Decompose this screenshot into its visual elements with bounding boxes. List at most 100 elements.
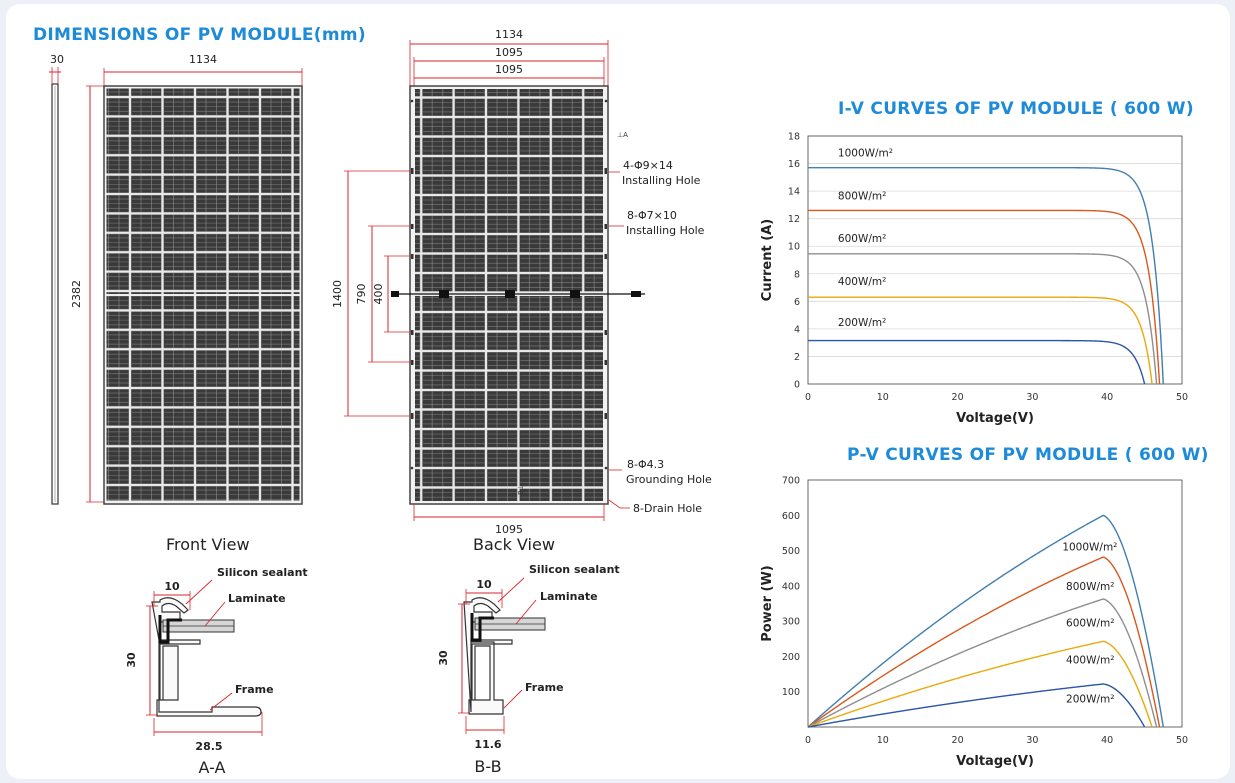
iv-y-tick-label: 18 (788, 132, 800, 143)
thickness-label: 30 (50, 53, 64, 66)
callout-installing-hole-2: 8-Φ7×10 Installing Hole (609, 209, 705, 237)
iv-chart-title: I-V CURVES OF PV MODULE ( 600 W) (838, 99, 1194, 119)
iv-y-tick-label: 2 (794, 352, 800, 363)
pv-y-tick-label: 300 (782, 617, 800, 628)
installing-holes (410, 99, 608, 470)
front-width-label: 1134 (189, 53, 217, 66)
back-width-mid1-label: 1095 (495, 46, 523, 59)
callout-grounding-hole: 8-Φ4.3 Grounding Hole (609, 458, 712, 486)
pv-x-tick-label: 20 (952, 735, 964, 746)
section-a-width-label: 28.5 (195, 740, 222, 753)
pv-x-axis-label: Voltage(V) (956, 754, 1034, 769)
back-width-mid2-label: 1095 (495, 63, 523, 76)
dim-790-label: 790 (355, 284, 368, 305)
pv-x-tick-label: 30 (1026, 735, 1038, 746)
iv-series-label-3: 400W/m² (838, 276, 886, 288)
section-a-top-label: 10 (164, 580, 180, 593)
pv-y-tick-label: 400 (782, 581, 800, 592)
pv-series-label-4: 200W/m² (1066, 693, 1114, 705)
pv-series-line-2 (807, 598, 1158, 728)
iv-y-tick-label: 8 (794, 269, 800, 280)
back-width-bottom-label: 1095 (495, 523, 523, 536)
svg-text:4-Φ9×14: 4-Φ9×14 (623, 159, 673, 172)
iv-y-axis-label: Current (A) (760, 219, 775, 301)
marking-a: ⊥A (617, 131, 628, 139)
section-a-a: 30 10 28.5 Silicon sealant Laminate Fram… (125, 566, 308, 777)
iv-x-tick-label: 30 (1026, 392, 1038, 403)
pv-chart-title: P-V CURVES OF PV MODULE ( 600 W) (847, 445, 1209, 465)
height-label: 2382 (70, 280, 83, 308)
pv-y-tick-label: 500 (782, 546, 800, 557)
connector-left (391, 291, 399, 297)
section-b-frame-label: Frame (525, 681, 564, 694)
iv-series-line-0 (808, 166, 1164, 385)
iv-x-tick-label: 20 (952, 392, 964, 403)
pv-y-tick-label: 700 (782, 476, 800, 487)
dim-400-label: 400 (372, 284, 385, 305)
section-b-sealant-label: Silicon sealant (529, 563, 620, 576)
pv-series-line-0 (807, 514, 1164, 728)
iv-series-line-2 (808, 253, 1158, 385)
pv-x-tick-label: 50 (1176, 735, 1188, 746)
iv-y-tick-label: 0 (794, 380, 800, 391)
pv-y-tick-label: 200 (782, 652, 800, 663)
pv-series-label-2: 600W/m² (1066, 617, 1114, 629)
iv-y-tick-label: 10 (788, 242, 800, 253)
section-a-height-label: 30 (125, 652, 138, 668)
iv-y-tick-label: 6 (794, 297, 800, 308)
marking-b: B⊥ (517, 484, 525, 495)
section-a-laminate-label: Laminate (228, 592, 286, 605)
callout-drain-hole: 8-Drain Hole (608, 499, 702, 515)
pv-series-line-3 (807, 640, 1153, 728)
pv-x-tick-label: 0 (805, 735, 811, 746)
section-b-height-label: 30 (437, 650, 450, 666)
section-a-sealant-label: Silicon sealant (217, 566, 308, 579)
iv-series-label-1: 800W/m² (838, 190, 886, 202)
pv-series-label-3: 400W/m² (1066, 654, 1114, 666)
junction-box-3 (570, 290, 580, 298)
iv-y-tick-label: 14 (788, 187, 800, 198)
svg-text:8-Φ7×10: 8-Φ7×10 (627, 209, 677, 222)
svg-text:Installing Hole: Installing Hole (626, 224, 705, 237)
section-b-laminate-label: Laminate (540, 590, 598, 603)
junction-box-2 (505, 290, 515, 298)
iv-series-label-2: 600W/m² (838, 233, 886, 245)
page-title: DIMENSIONS OF PV MODULE(mm) (33, 25, 366, 45)
iv-series-label-0: 1000W/m² (838, 148, 893, 160)
iv-x-tick-label: 0 (805, 392, 811, 403)
frame-profile-a (151, 597, 262, 717)
pv-series-line-1 (807, 556, 1161, 728)
iv-series-line-4 (808, 339, 1146, 385)
pv-series-line-4 (807, 683, 1146, 728)
pv-plot-frame (807, 479, 1183, 728)
pv-y-axis-label: Power (W) (760, 565, 775, 641)
pv-series-label-0: 1000W/m² (1062, 542, 1117, 554)
iv-x-tick-label: 50 (1176, 392, 1188, 403)
svg-text:8-Φ4.3: 8-Φ4.3 (627, 458, 664, 471)
iv-series-line-1 (808, 209, 1161, 385)
junction-box-1 (439, 290, 449, 298)
front-view: 1134 (103, 53, 303, 505)
back-view-label: Back View (473, 535, 555, 554)
section-a-frame-label: Frame (235, 683, 274, 696)
front-view-label: Front View (166, 535, 250, 554)
svg-text:8-Drain Hole: 8-Drain Hole (633, 502, 702, 515)
pv-series-label-1: 800W/m² (1066, 581, 1114, 593)
pv-x-tick-label: 10 (877, 735, 889, 746)
pv-y-tick-label: 600 (782, 511, 800, 522)
dim-1400-label: 1400 (331, 280, 344, 308)
iv-series-line-3 (808, 296, 1153, 385)
iv-y-tick-label: 16 (788, 159, 800, 170)
callout-installing-hole-1: 4-Φ9×14 Installing Hole (609, 159, 701, 187)
iv-x-axis-label: Voltage(V) (956, 411, 1034, 426)
back-width-top-label: 1134 (495, 28, 523, 41)
iv-y-tick-label: 4 (794, 324, 800, 335)
pv-x-tick-label: 40 (1101, 735, 1113, 746)
section-b-b-label: B-B (474, 757, 501, 776)
side-view: 30 2382 (49, 53, 104, 505)
section-b-top-label: 10 (476, 578, 492, 591)
section-b-width-label: 11.6 (474, 738, 501, 751)
iv-x-tick-label: 40 (1101, 392, 1113, 403)
